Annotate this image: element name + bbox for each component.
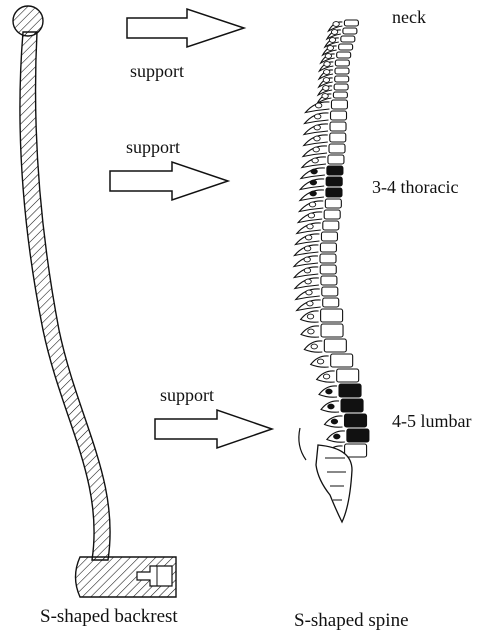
vertebra-facet (323, 78, 329, 83)
support-arrow-bottom (155, 410, 272, 448)
s-shaped-spine (294, 20, 369, 522)
vertebra-facet (309, 202, 315, 207)
vertebra-facet (305, 279, 311, 284)
vertebra-facet (307, 224, 313, 229)
vertebra-body (321, 309, 343, 322)
vertebra-facet (305, 235, 311, 240)
caption-backrest: S-shaped backrest (40, 606, 178, 627)
vertebra-body (320, 254, 336, 263)
vertebra-body (345, 444, 367, 457)
vertebra-facet (334, 434, 340, 439)
vertebra-body (327, 166, 343, 175)
support-label-top: support (130, 61, 184, 81)
sacrum-rim (299, 428, 306, 460)
vertebra-facet (310, 180, 316, 185)
s-shaped-backrest (13, 6, 176, 597)
vertebra-facet (333, 22, 339, 27)
vertebra-body (331, 111, 347, 120)
vertebra-facet (331, 419, 337, 424)
vertebra-facet (311, 169, 317, 174)
vertebra-facet (314, 136, 320, 141)
support-arrow-top (127, 9, 244, 47)
vertebra-body (335, 76, 349, 82)
vertebra-facet (324, 62, 330, 67)
vertebra-facet (304, 268, 310, 273)
vertebra-facet (306, 290, 312, 295)
vertebra-body (341, 399, 363, 412)
vertebra-body (347, 429, 369, 442)
vertebra-body (324, 339, 346, 352)
vertebra-facet (315, 114, 321, 119)
neck-label: neck (392, 7, 426, 27)
vertebra-facet (307, 314, 313, 319)
vertebra-body (333, 92, 347, 98)
vertebra-body (324, 210, 340, 219)
thoracic-label: 3-4 thoracic (372, 177, 458, 197)
vertebra-body (320, 243, 336, 252)
support-label-middle: support (126, 137, 180, 157)
vertebra-facet (315, 103, 321, 108)
lumbar-label: 4-5 lumbar (392, 411, 471, 431)
vertebra-facet (323, 374, 329, 379)
vertebra-body (321, 324, 343, 337)
vertebra-body (330, 122, 346, 131)
vertebra-facet (313, 147, 319, 152)
vertebra-body (330, 133, 346, 142)
vertebra-body (323, 221, 339, 230)
vertebra-facet (327, 46, 333, 51)
vertebra-body (341, 36, 355, 42)
vertebra-body (335, 60, 349, 66)
vertebra-body (320, 265, 336, 274)
vertebra-body (321, 232, 337, 241)
vertebra-body (328, 155, 344, 164)
vertebra-facet (331, 30, 337, 35)
vertebra-facet (323, 70, 329, 75)
vertebra-body (337, 52, 351, 58)
vertebra-body (331, 100, 347, 109)
vertebra-body (326, 188, 342, 197)
vertebra-facet (317, 359, 323, 364)
backrest-base (76, 557, 177, 597)
vertebra-facet (307, 301, 313, 306)
vertebra-body (323, 298, 339, 307)
vertebra-facet (323, 86, 329, 91)
vertebra-body (339, 384, 361, 397)
vertebra-body (331, 354, 353, 367)
vertebra-facet (326, 389, 332, 394)
vertebra-body (337, 369, 359, 382)
vertebra-body (335, 68, 349, 74)
vertebra-body (325, 199, 341, 208)
vertebra-facet (325, 54, 331, 59)
vertebra-facet (304, 257, 310, 262)
vertebra-facet (314, 125, 320, 130)
vertebra-body (321, 276, 337, 285)
sacrum (316, 445, 352, 522)
vertebra-facet (310, 191, 316, 196)
vertebra-facet (308, 213, 314, 218)
support-arrow-middle (110, 162, 228, 200)
vertebra-body (329, 144, 345, 153)
vertebra-body (339, 44, 353, 50)
vertebra-body (334, 84, 348, 90)
caption-spine: S-shaped spine (294, 610, 409, 631)
vertebra-facet (308, 329, 314, 334)
vertebra-facet (322, 94, 328, 99)
vertebra-facet (304, 246, 310, 251)
vertebra-body (345, 414, 367, 427)
vertebra-facet (311, 344, 317, 349)
vertebra-facet (329, 38, 335, 43)
backrest-rod (20, 32, 110, 560)
vertebra-body (344, 20, 358, 26)
vertebra-body (326, 177, 342, 186)
vertebra-facet (328, 404, 334, 409)
vertebra-body (322, 287, 338, 296)
vertebra-facet (312, 158, 318, 163)
vertebra-body (343, 28, 357, 34)
support-label-bottom: support (160, 385, 214, 405)
